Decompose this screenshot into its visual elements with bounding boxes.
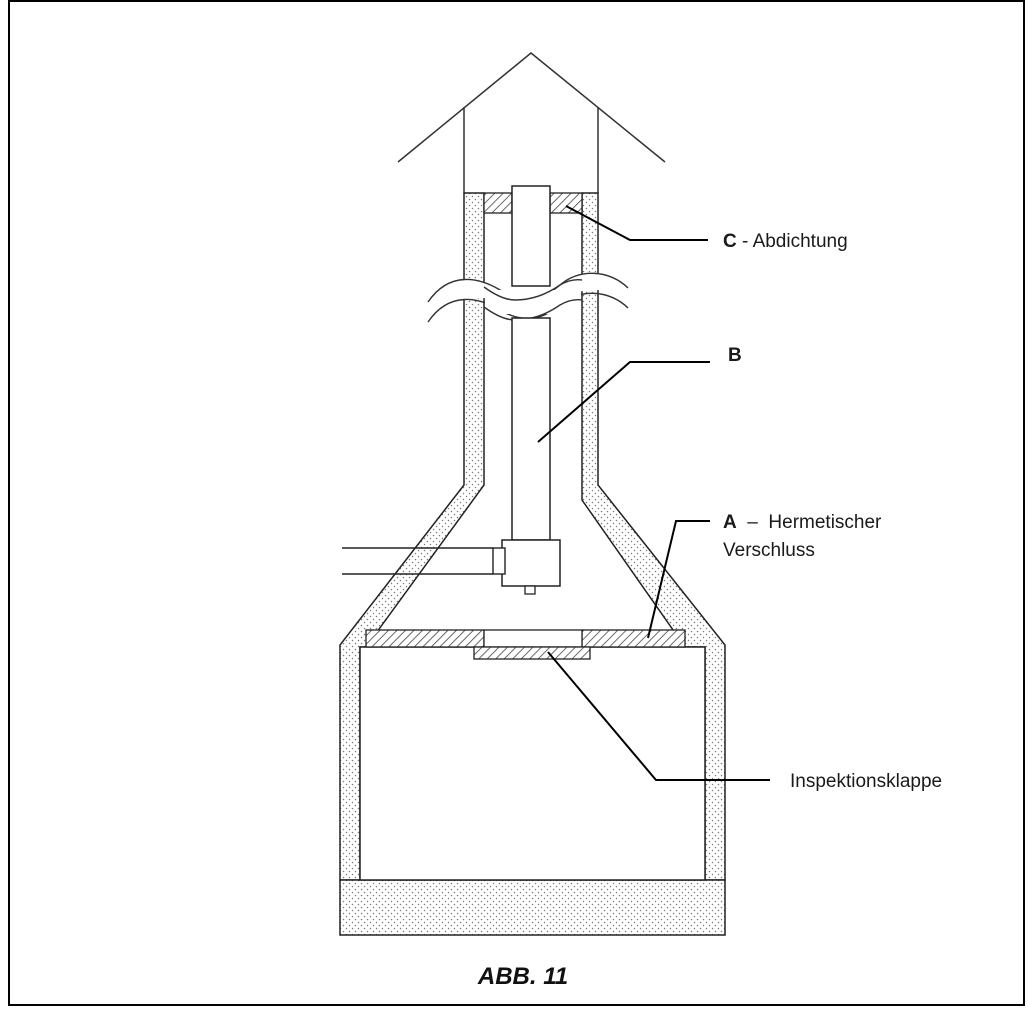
leader-a bbox=[647, 520, 710, 639]
break-gap-bottom bbox=[483, 299, 583, 321]
chimney-base bbox=[339, 879, 726, 936]
lower-chamber bbox=[359, 646, 706, 881]
pipe-connector-collar bbox=[492, 547, 506, 575]
leader-c bbox=[565, 205, 708, 241]
flow-arrow bbox=[397, 52, 666, 163]
leader-inspection bbox=[547, 651, 770, 781]
label-c: C - Abdichtung bbox=[723, 231, 848, 252]
seal-c-right bbox=[549, 192, 583, 214]
flue-pipe-upper bbox=[511, 185, 551, 287]
hermetic-seal-right bbox=[581, 629, 686, 648]
label-a-line2: Verschluss bbox=[723, 540, 815, 561]
flue-pipe-lower bbox=[511, 317, 551, 541]
break-gap-top bbox=[483, 279, 583, 301]
hermetic-seal-left bbox=[365, 629, 485, 648]
seal-c-left bbox=[483, 192, 513, 214]
inspection-flap bbox=[473, 646, 591, 660]
figure-frame bbox=[8, 0, 1025, 1006]
figure-caption: ABB. 11 bbox=[477, 963, 568, 990]
label-inspection: Inspektionsklappe bbox=[790, 771, 942, 792]
label-b: B bbox=[728, 345, 742, 366]
leader-b bbox=[537, 361, 710, 443]
label-a: A – Hermetischer bbox=[723, 512, 882, 533]
pipe-connector bbox=[501, 539, 561, 587]
pipe-drain bbox=[524, 585, 536, 595]
seal-opening bbox=[483, 629, 583, 648]
